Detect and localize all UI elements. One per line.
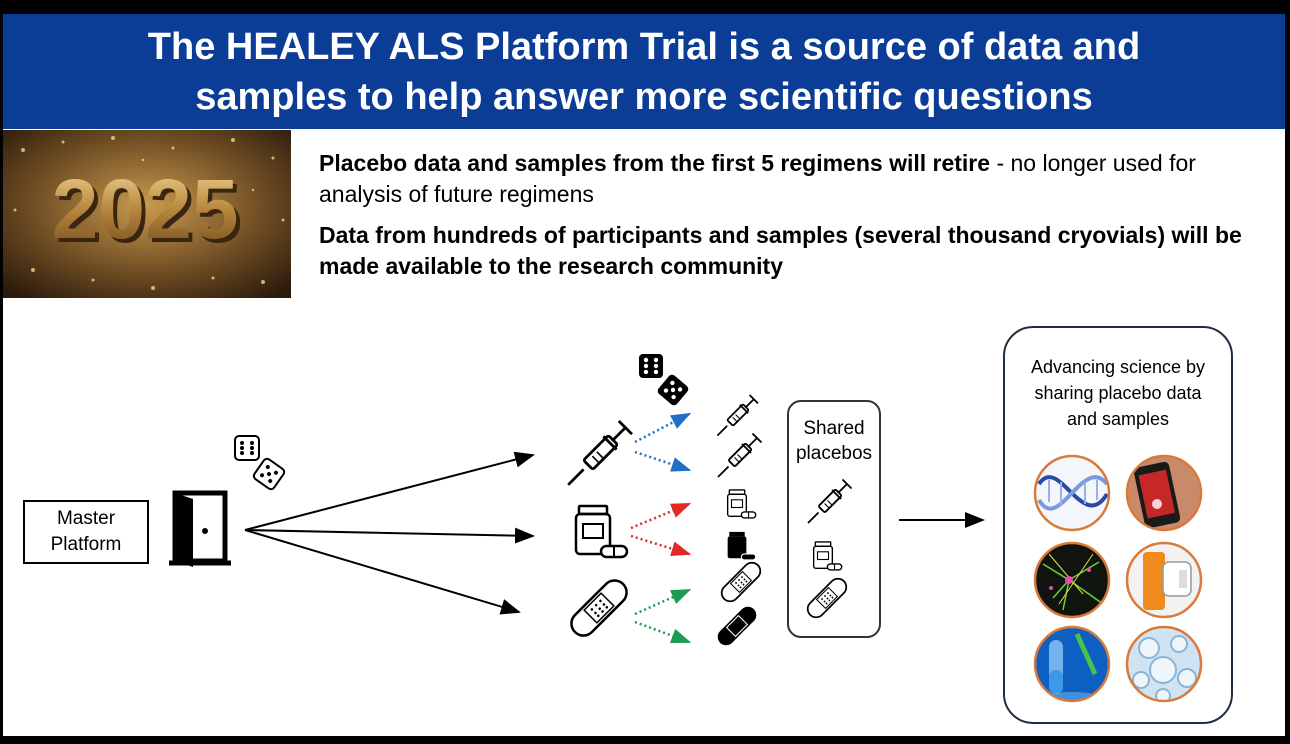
branch-arrows [244,451,985,615]
bullet-list: Placebo data and samples from the first … [319,148,1269,292]
advancing-science-box [1003,326,1233,724]
bullet-2-bold: Data from hundreds of participants and s… [319,222,1242,279]
bullet-1-bold: Placebo data and samples from the first … [319,150,991,176]
dice-icon [639,354,689,406]
photo-year-shadow: 2025 [56,166,243,260]
pill-bottle-icon [574,504,629,559]
shared-placebos-label: Shared placebos [787,416,881,466]
syringe-icon [566,419,634,487]
photo-year: 2025 [52,162,239,256]
door-icon [169,490,231,567]
syringe-icon [716,432,763,479]
science-label-2: sharing placebo data [1034,383,1202,403]
bandage-icon [565,574,633,642]
pill-bottle-icon [726,489,757,519]
title-line-1: The HEALEY ALS Platform Trial is a sourc… [147,25,1141,68]
master-label-1: Master [56,508,116,529]
trial-diagram [169,354,1203,703]
pill-bottle-icon [727,531,757,561]
master-label-2: Platform [50,534,122,555]
slide: The HEALEY ALS Platform Trial is a sourc… [3,14,1285,736]
arrow-to-injection [244,451,535,531]
cells-icon [1125,625,1203,703]
arrow-to-patch [244,529,521,615]
bullet-2: Data from hundreds of participants and s… [319,220,1269,282]
pill-bottle-icon [812,541,843,571]
syringe-icon [807,478,853,524]
bandage-icon [803,574,851,622]
science-label-3: and samples [1066,409,1170,429]
randomization-arrows [630,412,692,644]
arrow-to-oral [244,527,535,544]
shared-placebos-box [787,400,881,638]
master-platform-box: Master Platform [23,500,149,564]
bullet-1: Placebo data and samples from the first … [319,148,1269,210]
phone-app-icon [1125,454,1203,532]
test-tube-icon [1033,625,1111,703]
title-banner: The HEALEY ALS Platform Trial is a sourc… [3,14,1285,129]
advancing-science-label: Advancing science by sharing placebo dat… [1007,354,1229,432]
science-label-1: Advancing science by [1030,357,1206,377]
shared-label-1: Shared [803,418,865,439]
2025-celebration-image: 2025 2025 [3,130,291,298]
title-line-2: samples to help answer more scientific q… [195,75,1093,118]
bullet-1-rest: - no longer used for analysis of future … [319,150,1196,207]
neurons-icon [1033,541,1111,619]
bandage-icon [717,558,765,606]
dna-icon [1033,454,1111,532]
bandage-icon [717,606,757,646]
dice-icon [234,435,286,491]
spirometer-icon [1125,541,1203,619]
shared-label-2: placebos [795,443,873,464]
syringe-icon [716,394,759,437]
